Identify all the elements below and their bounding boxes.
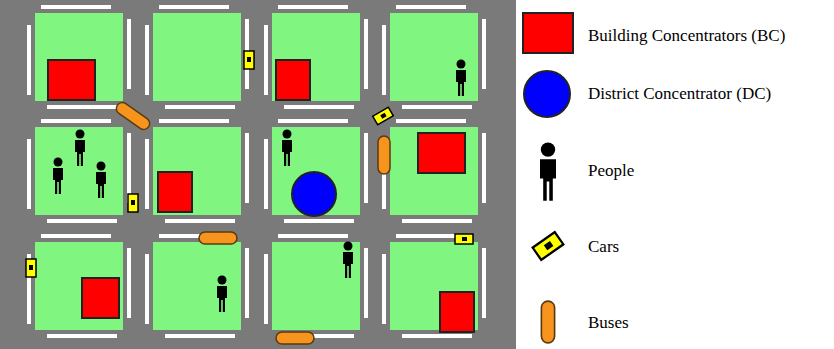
curb-line bbox=[284, 105, 354, 109]
curb-line bbox=[402, 105, 472, 109]
curb-line bbox=[396, 5, 466, 9]
curb-line bbox=[264, 139, 268, 209]
curb-line bbox=[278, 5, 348, 9]
curb-line bbox=[159, 5, 229, 9]
curb-line bbox=[165, 105, 235, 109]
curb-line bbox=[145, 25, 149, 95]
bus-icon bbox=[378, 136, 390, 174]
curb-line bbox=[47, 219, 117, 223]
curb-line bbox=[382, 254, 386, 324]
curb-line bbox=[159, 119, 229, 123]
person-icon bbox=[217, 276, 227, 313]
building-concentrator bbox=[418, 133, 465, 173]
legend-label: Cars bbox=[588, 237, 619, 257]
curb-line bbox=[41, 234, 111, 238]
city-block bbox=[153, 127, 241, 215]
city-block bbox=[272, 242, 360, 330]
curb-line bbox=[127, 133, 131, 203]
building-concentrator bbox=[276, 60, 310, 100]
curb-marks bbox=[29, 7, 484, 336]
person-icon bbox=[96, 162, 106, 199]
curb-line bbox=[41, 119, 111, 123]
car-icon bbox=[244, 51, 254, 69]
person-icon bbox=[540, 142, 556, 200]
curb-line bbox=[47, 105, 117, 109]
curb-line bbox=[278, 234, 348, 238]
curb-line bbox=[27, 139, 31, 209]
legend-label: Building Concentrators (BC) bbox=[588, 26, 785, 46]
car-icon bbox=[533, 232, 564, 260]
city-block bbox=[35, 242, 123, 330]
city-block bbox=[153, 13, 241, 101]
person-icon bbox=[456, 60, 466, 97]
building-concentrator bbox=[82, 278, 119, 318]
curb-line bbox=[364, 248, 368, 318]
curb-line bbox=[41, 5, 111, 9]
curb-line bbox=[145, 139, 149, 209]
bus-icon bbox=[199, 232, 237, 244]
curb-line bbox=[165, 334, 235, 338]
curb-line bbox=[245, 133, 249, 203]
curb-line bbox=[165, 219, 235, 223]
curb-line bbox=[47, 334, 117, 338]
curb-line bbox=[264, 25, 268, 95]
person-icon bbox=[343, 242, 353, 279]
curb-line bbox=[127, 248, 131, 318]
curb-line bbox=[264, 254, 268, 324]
legend-swatch bbox=[523, 13, 573, 53]
building-concentrator bbox=[158, 172, 192, 212]
curb-line bbox=[127, 19, 131, 89]
city-block bbox=[272, 127, 360, 215]
curb-line bbox=[402, 334, 472, 338]
curb-line bbox=[278, 119, 348, 123]
district-concentrator bbox=[292, 172, 336, 216]
person-icon bbox=[75, 130, 85, 167]
city-block bbox=[390, 127, 478, 215]
curb-line bbox=[284, 219, 354, 223]
bus-icon bbox=[276, 332, 314, 344]
curb-line bbox=[396, 119, 466, 123]
building-concentrator bbox=[48, 60, 95, 100]
curb-line bbox=[145, 254, 149, 324]
curb-line bbox=[482, 248, 486, 318]
curb-line bbox=[364, 133, 368, 203]
car-icon bbox=[26, 259, 36, 277]
curb-line bbox=[27, 25, 31, 95]
person-icon bbox=[53, 158, 63, 195]
car-icon bbox=[373, 107, 394, 125]
legend-label: People bbox=[588, 161, 634, 181]
bus-icon bbox=[541, 301, 554, 343]
legend-label: Buses bbox=[588, 313, 629, 333]
curb-line bbox=[482, 19, 486, 89]
legend-swatch bbox=[524, 71, 570, 117]
car-icon bbox=[128, 194, 138, 212]
road-ground bbox=[0, 0, 516, 349]
person-icon bbox=[282, 130, 292, 167]
bus-icon bbox=[114, 100, 152, 132]
building-concentrator bbox=[440, 292, 474, 332]
legend-label: District Concentrator (DC) bbox=[588, 84, 771, 104]
city-block bbox=[272, 13, 360, 101]
curb-line bbox=[364, 19, 368, 89]
curb-line bbox=[382, 25, 386, 95]
curb-line bbox=[402, 219, 472, 223]
city-block bbox=[35, 13, 123, 101]
curb-line bbox=[482, 133, 486, 203]
city-block bbox=[35, 127, 123, 215]
city-block bbox=[153, 242, 241, 330]
curb-line bbox=[245, 248, 249, 318]
car-icon bbox=[455, 234, 473, 244]
city-block bbox=[390, 13, 478, 101]
